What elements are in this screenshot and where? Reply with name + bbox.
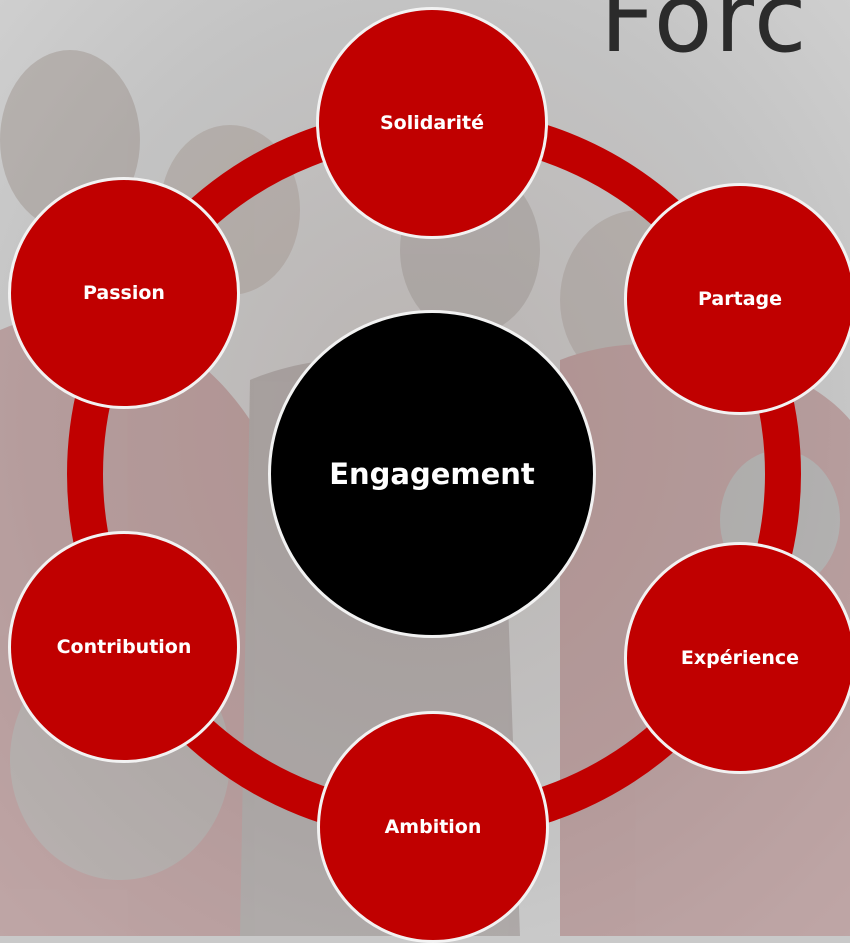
node-contribution: Contribution [8,531,240,763]
slide-title-fragment: Forc [600,0,809,74]
node-ambition: Ambition [317,711,549,943]
node-experience: Expérience [624,542,850,774]
node-partage: Partage [624,183,850,415]
node-solidarite: Solidarité [316,7,548,239]
node-passion: Passion [8,177,240,409]
center-node-engagement: Engagement [268,310,596,638]
